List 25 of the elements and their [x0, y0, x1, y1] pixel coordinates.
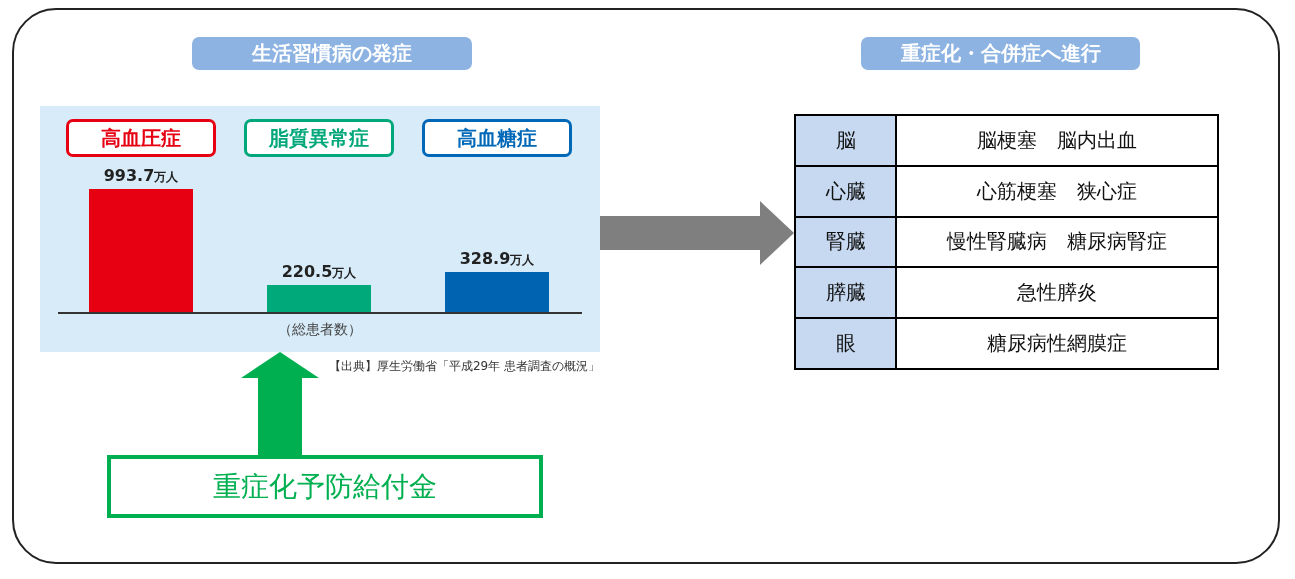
table-cell: 慢性腎臓病 糖尿病腎症 — [897, 217, 1217, 267]
table-cell: 糖尿病性網膜症 — [897, 319, 1217, 368]
row-header-cell: 心臓 — [796, 166, 895, 216]
row-header-cell: 眼 — [796, 319, 895, 368]
section-heading: 生活習慣病の発症 — [192, 37, 472, 70]
chart-panel — [40, 106, 600, 352]
table-cell: 心筋梗塞 狭心症 — [897, 166, 1217, 216]
section-heading: 重症化・合併症へ進行 — [861, 37, 1140, 70]
category-tag: 高血糖症 — [422, 119, 572, 157]
category-tag: 脂質異常症 — [244, 119, 394, 157]
program-box: 重症化予防給付金 — [107, 455, 543, 518]
table — [794, 114, 1219, 370]
source-note: 【出典】厚生労働省「平成29年 患者調査の概況」 — [328, 358, 600, 375]
category-tag: 高血圧症 — [66, 119, 216, 157]
value-label: 220.5万人 — [281, 262, 357, 283]
row-header-cell: 脳 — [796, 116, 895, 165]
block-arrow — [241, 352, 319, 455]
table-cell: 脳梗塞 脳内出血 — [897, 116, 1217, 165]
block-arrow — [600, 201, 794, 265]
row-header-cell: 腎臓 — [796, 217, 895, 267]
value-label: 328.9万人 — [459, 248, 535, 269]
table-cell: 急性膵炎 — [897, 268, 1217, 318]
row-header-cell: 膵臓 — [796, 268, 895, 318]
axis-label: （総患者数） — [278, 321, 362, 339]
value-label: 993.7万人 — [103, 166, 179, 186]
